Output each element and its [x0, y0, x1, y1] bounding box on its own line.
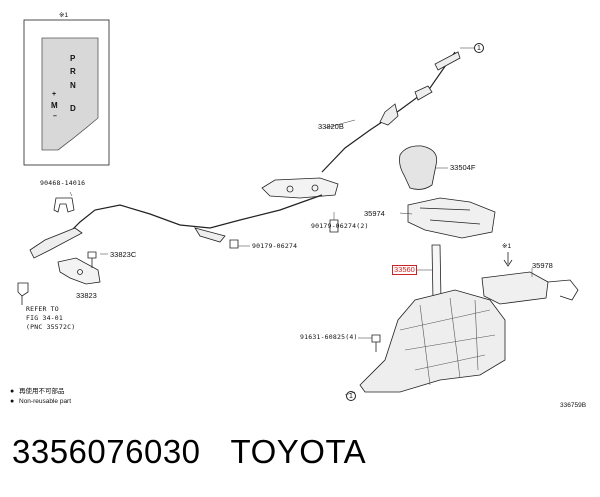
- shift-panel: [41, 37, 99, 151]
- circle-ref-top: 1: [474, 43, 484, 53]
- label-90179-06274: 90179-06274: [252, 242, 298, 250]
- label-33823: 33823: [76, 291, 97, 300]
- refer-line-3: (PNC 35572C): [26, 323, 76, 331]
- shift-knob: [399, 145, 438, 190]
- gear-p: P: [70, 54, 76, 63]
- refer-line-1: REFER TO: [26, 305, 59, 313]
- clip-90468: [53, 197, 75, 213]
- page-title: 3356076030 TOYOTA: [12, 433, 396, 471]
- label-33823c: 33823C: [110, 250, 137, 259]
- circle-ref-bottom: 1: [346, 391, 356, 401]
- shift-lever: [431, 244, 442, 301]
- refer-line-2: FIG 34-01: [26, 314, 64, 322]
- inset-frame: [23, 19, 110, 166]
- sensor-35978: [481, 271, 549, 305]
- label-35978: 35978: [532, 261, 553, 270]
- lever-assembly: [359, 289, 506, 393]
- legend-bullet-2: ●: [10, 398, 15, 405]
- drawing-number: 336759B: [560, 402, 587, 409]
- bracket-33823: [57, 257, 101, 285]
- lower-cable: [69, 194, 323, 233]
- bolt-90179-b: [329, 219, 339, 233]
- label-33504f: 33504F: [450, 163, 476, 172]
- cable-bracket: [261, 177, 339, 199]
- label-90468-14016: 90468-14016: [40, 179, 86, 187]
- label-90179-06274-2: 90179-06274(2): [311, 222, 369, 230]
- label-91631-60825-4: 91631-60825(4): [300, 333, 358, 341]
- lower-cable-end: [29, 227, 83, 259]
- part-number: 3356076030: [12, 433, 201, 470]
- legend-text-1: 再使用不可部品: [19, 388, 65, 395]
- bolt-91631: [371, 334, 381, 352]
- note-mark-right: ※1: [502, 243, 512, 250]
- brand-name: TOYOTA: [230, 433, 367, 470]
- bolt-90179-a: [229, 239, 239, 249]
- note-mark-top: ※1: [59, 12, 69, 19]
- gear-d: D: [70, 104, 76, 113]
- gear-m: M: [51, 101, 58, 110]
- gear-minus: –: [53, 113, 57, 120]
- legend-bullet-1: ●: [10, 388, 15, 395]
- linkage-pin: [17, 282, 29, 297]
- legend-text-2: Non-reusable part: [19, 398, 72, 405]
- gear-plus: +: [52, 91, 57, 98]
- bolt-33823c: [87, 251, 97, 268]
- gear-n: N: [70, 81, 76, 90]
- label-33820b: 33820B: [318, 122, 344, 131]
- label-33560[interactable]: 33560: [392, 265, 417, 275]
- indicator-housing: [407, 197, 496, 239]
- label-35974: 35974: [364, 209, 385, 218]
- gear-r: R: [70, 67, 76, 76]
- arrow-down: [503, 252, 513, 267]
